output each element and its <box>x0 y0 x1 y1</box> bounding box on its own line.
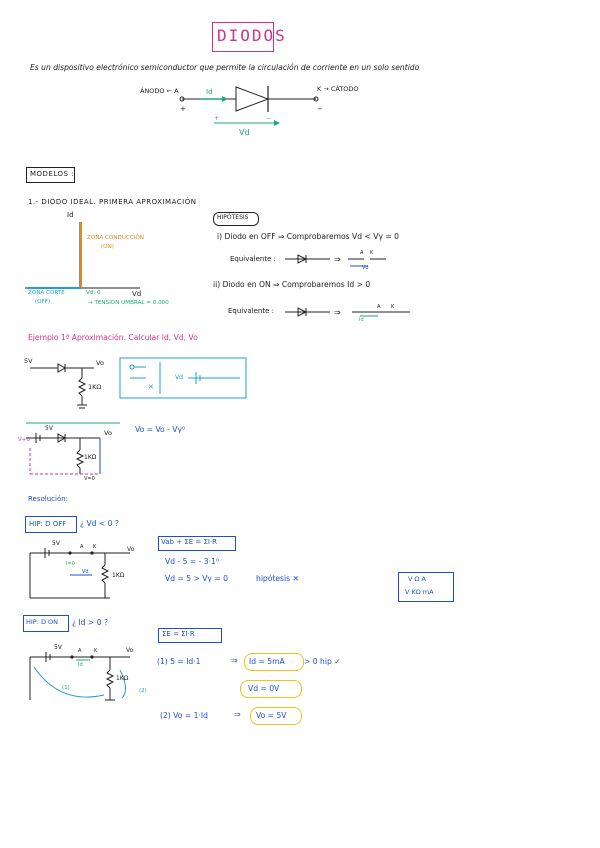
hyp-off-a: A <box>80 544 84 550</box>
symbol-vd-plus: + <box>214 115 220 122</box>
hyp-off-vo: Vo <box>127 546 135 553</box>
hyp-off-eq-box-text: Vab + ΣE = ΣI·R <box>161 538 218 546</box>
vd-zero: Vd: 0 <box>86 290 101 296</box>
loop-out: Vo <box>104 429 112 437</box>
graph-x-axis: Vd <box>132 290 142 298</box>
loop-res: 1KΩ <box>84 454 97 461</box>
hyp-off-res: 1KΩ <box>112 572 125 579</box>
cathode-minus: − <box>317 105 323 113</box>
hyp-off-result: hipótesis ✕ <box>256 574 299 583</box>
model1-heading: 1.- DIODO IDEAL. PRIMERA APROXIMACIÓN <box>28 198 197 206</box>
threshold-label: → TENSIÓN UMBRAL = 0.000 <box>88 300 169 306</box>
hyp-off-question: ¿ Vd < 0 ? <box>80 519 119 528</box>
equiv-off-a: A <box>360 250 364 256</box>
zone-off-2: (OFF) <box>35 299 51 305</box>
hypothesis-box <box>213 212 259 226</box>
equiv-on-k: K <box>391 304 395 310</box>
hyp-off-label: HIP: D OFF <box>29 520 67 528</box>
hypothesis-on-equiv: Equivalente : <box>228 307 275 315</box>
svg-text:⇒: ⇒ <box>334 308 341 317</box>
symbol-vd: Vd <box>239 128 250 137</box>
hyp-on-eq1-pre: (1) 5 = Id·1 <box>157 657 201 666</box>
example-out: Vo <box>96 359 104 367</box>
example-source: 5V <box>24 357 33 365</box>
hyp-on-id: Id <box>78 662 83 668</box>
title-box <box>212 22 274 52</box>
loop-src: 5V <box>45 425 53 432</box>
example-label: Ejemplo 1ª Aproximación. Calcular Id, Vd… <box>28 333 198 342</box>
hyp-off-k: K <box>93 544 97 550</box>
equiv-on-a: A <box>377 304 381 310</box>
hyp-on-question: ¿ Id > 0 ? <box>72 618 108 627</box>
intro-text: Es un dispositivo electrónico semiconduc… <box>30 63 420 72</box>
hyp-on-vo: Vo <box>126 647 134 654</box>
units-2: V KΩ mA <box>405 588 434 596</box>
hyp-on-a: A <box>78 648 82 654</box>
symbol-vd-minus: − <box>266 115 272 122</box>
resolution-label: Resolución: <box>28 495 69 503</box>
zone-off-1: ZONA CORTE <box>28 290 65 296</box>
hyp-on-label: HIP: D ON <box>26 618 59 626</box>
hyp-on-arrow2: ⇒ <box>234 710 241 719</box>
hyp-on-res: 1KΩ <box>116 675 129 682</box>
zone-on-1: ZONA CONDUCCIÓN <box>87 235 144 241</box>
legend-vd: Vd <box>175 374 183 381</box>
hyp-off-eq2: Vd = 5 > Vγ = 0 <box>165 574 228 583</box>
units-box <box>398 572 454 602</box>
hyp-off-eq1: Vd - 5 = - 3·1⁰ <box>165 557 219 566</box>
models-heading: MODELOS : <box>30 170 75 178</box>
hyp-on-vd-highlight <box>240 680 302 698</box>
hyp-off-eq-box <box>158 536 236 551</box>
legend-x: ✕ <box>148 383 154 391</box>
hyp-on-loop1: (1) <box>62 685 70 691</box>
zone-on-2: (ON) <box>101 244 114 250</box>
hyp-on-eq-box-text: ΣE = ΣI·R <box>162 630 195 638</box>
hyp-off-vd: Vd <box>82 569 89 575</box>
equiv-on-id: Id <box>359 317 364 323</box>
hypothesis-on: ii) Diodo en ON ⇒ Comprobaremos Id > 0 <box>213 280 371 289</box>
hypothesis-off: i) Diodo en OFF ⇒ Comprobaremos Vd < Vγ … <box>217 232 399 241</box>
equiv-off-k: K <box>370 250 374 256</box>
hypothesis-off-equiv: Equivalente : <box>230 255 277 263</box>
anode-plus: + <box>180 105 186 113</box>
symbol-id: Id <box>206 88 213 96</box>
hyp-on-eq1-ans: Id = 5mA <box>249 657 285 666</box>
hyp-on-eq2-highlight <box>250 707 302 725</box>
example-equation: Vo = Vo - Vγ⁰ <box>135 425 185 434</box>
anode-label: ÁNODO ← A <box>140 87 179 95</box>
hyp-off-i0: I=0 <box>66 561 75 567</box>
hyp-on-loop2: (2) <box>139 688 147 694</box>
hyp-on-vd: Vd = 0V <box>248 684 280 693</box>
hyp-off-src: 5V <box>52 540 60 547</box>
equiv-off-vd: Vd <box>362 265 369 271</box>
hyp-on-eq-box <box>158 628 222 643</box>
hyp-on-eq1-highlight <box>244 653 304 671</box>
hyp-on-k: K <box>94 648 98 654</box>
models-box <box>26 167 75 183</box>
svg-text:⇒: ⇒ <box>334 255 341 264</box>
hypothesis-label: HIPÓTESIS <box>217 214 249 221</box>
hyp-on-eq1-post: > 0 hip ✓ <box>304 657 341 666</box>
page-title: DIODOS <box>217 26 287 45</box>
graph-y-axis: Id <box>67 211 74 219</box>
loop-zero: V=0 <box>84 476 95 482</box>
hyp-off-box <box>25 516 77 533</box>
loop-vplus: V+0 <box>18 437 30 443</box>
hyp-on-eq2-pre: (2) Vo = 1·Id <box>160 711 208 720</box>
units-1: V Ω A <box>408 575 426 583</box>
hyp-on-eq2-ans: Vo = 5V <box>256 711 287 720</box>
cathode-label: K → CÁTODO <box>317 85 359 93</box>
hyp-on-box <box>23 615 69 632</box>
hyp-on-src: 5V <box>54 644 62 651</box>
example-res: 1KΩ <box>88 383 102 391</box>
hyp-on-arrow1: ⇒ <box>231 656 238 665</box>
